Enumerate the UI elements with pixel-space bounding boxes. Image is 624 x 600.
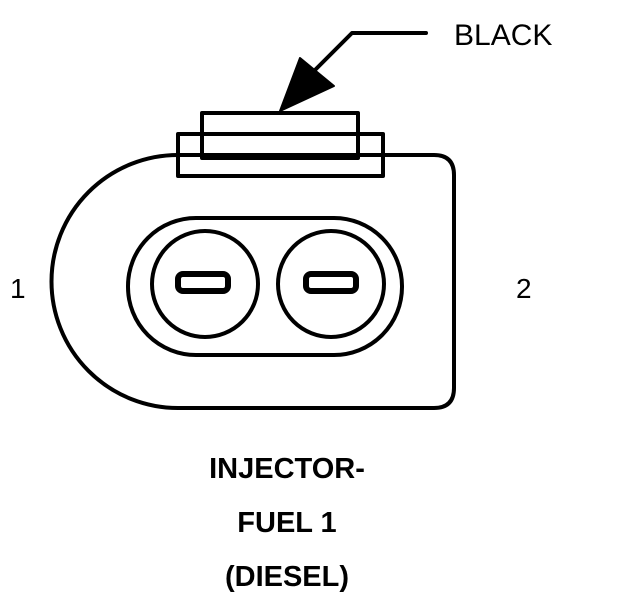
caption-line-2: FUEL 1 — [237, 507, 336, 539]
cavity-housing — [126, 216, 404, 357]
callout-leader-line — [310, 31, 428, 75]
color-callout-label: BLACK — [454, 19, 552, 52]
cavity-2 — [276, 229, 386, 339]
cavity-1 — [150, 229, 260, 339]
caption-line-3: (DIESEL) — [225, 561, 349, 593]
terminal-blade-1 — [175, 271, 231, 294]
caption-line-1: INJECTOR- — [209, 453, 365, 485]
callout-arrowhead — [279, 57, 335, 112]
pin-1-label: 1 — [10, 273, 26, 304]
locking-tab-base — [176, 132, 385, 178]
locking-tab-top — [200, 111, 360, 160]
terminal-blade-2 — [303, 271, 359, 294]
connector-body — [49, 153, 456, 410]
pin-2-label: 2 — [516, 273, 532, 304]
